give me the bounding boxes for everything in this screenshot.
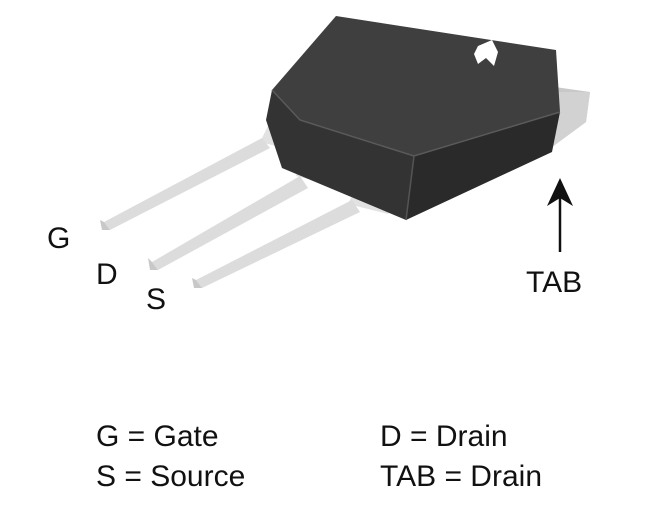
- pin-label-gate: G: [47, 222, 71, 255]
- legend-tab-drain: TAB = Drain: [380, 460, 542, 493]
- pin-label-tab: TAB: [526, 266, 583, 299]
- pin-label-source: S: [146, 283, 167, 316]
- legend-source: S = Source: [96, 460, 246, 493]
- lead-gate: [100, 122, 300, 230]
- manufacturer-logo-icon: [474, 40, 498, 66]
- legend-gate: G = Gate: [96, 420, 219, 453]
- tab-arrow-icon: [547, 178, 573, 252]
- legend-drain: D = Drain: [380, 420, 508, 453]
- package-body: [266, 16, 561, 221]
- pin-label-drain: D: [96, 258, 118, 291]
- lead-source: [192, 188, 396, 288]
